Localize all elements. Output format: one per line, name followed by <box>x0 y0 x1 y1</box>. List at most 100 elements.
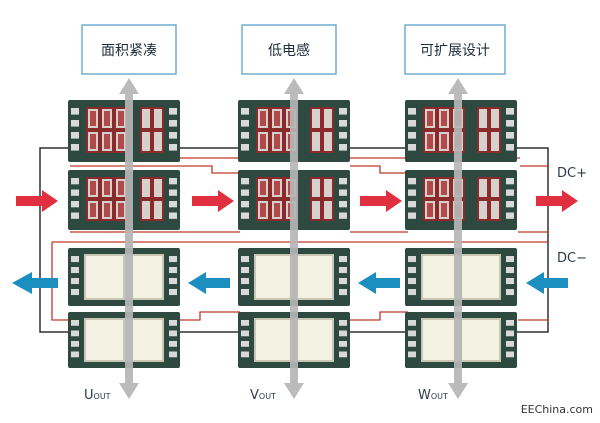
diode-chip <box>68 312 180 368</box>
chip-pin <box>241 341 249 347</box>
chip-pin <box>169 189 177 196</box>
chip-pin <box>241 132 249 139</box>
chip-pin <box>241 178 249 185</box>
chip-pin <box>506 289 514 296</box>
chip-pin <box>339 351 347 358</box>
die-cell <box>491 179 499 197</box>
chip-pin <box>71 189 79 196</box>
chip-pin <box>408 351 416 358</box>
chip-pin <box>169 201 177 208</box>
die-cell <box>86 256 123 298</box>
die-cell <box>86 320 123 360</box>
die-cell <box>324 179 332 197</box>
chip-pin <box>506 341 514 347</box>
igbt-chip <box>68 170 180 230</box>
chip-pin <box>241 330 249 337</box>
die-cell-inner <box>260 181 266 195</box>
chip-pin <box>169 120 177 127</box>
die-cell <box>295 256 332 298</box>
chip-pin <box>71 256 79 263</box>
die-cell <box>154 132 162 151</box>
chip-pin <box>241 267 249 274</box>
chip-pin <box>169 278 177 285</box>
die-cell <box>479 179 487 197</box>
gray-double-arrow-icon <box>119 78 139 399</box>
chip-pin <box>71 132 79 139</box>
die-cell <box>423 320 460 360</box>
feature-label: 低电感 <box>268 42 310 59</box>
chip-pin <box>169 289 177 296</box>
blue-arrow-icon <box>526 272 568 294</box>
igbt-chip <box>68 100 180 162</box>
chip-pin <box>241 189 249 196</box>
chip-pin <box>169 178 177 185</box>
chip-pin <box>408 189 416 196</box>
chip-pin <box>339 320 347 326</box>
die-cell-inner <box>104 203 110 217</box>
chip-pin <box>506 178 514 185</box>
die-cell-inner <box>441 203 447 217</box>
chip-pin <box>169 212 177 219</box>
chip-pin <box>506 330 514 337</box>
phase-columns: 面积紧凑 UOUT 低电感 VOUT 可扩展设计 WOUT <box>81 24 506 403</box>
chip-pin <box>506 267 514 274</box>
chip-pin <box>339 330 347 337</box>
chip-pin <box>408 201 416 208</box>
chip-pin <box>339 201 347 208</box>
chip-pin <box>71 212 79 219</box>
die-cell <box>312 109 320 128</box>
chip-pin <box>169 108 177 115</box>
die-cell <box>423 256 460 298</box>
chip-pin <box>71 178 79 185</box>
chip-pin <box>71 289 79 296</box>
red-arrow-icon <box>192 190 234 212</box>
chip-pin <box>71 120 79 127</box>
die-cell <box>491 132 499 151</box>
chip-pin <box>241 256 249 263</box>
chip-pin <box>408 278 416 285</box>
chip-pin <box>339 132 347 139</box>
chip-pin <box>408 212 416 219</box>
die-cell-inner <box>441 111 447 126</box>
chip-pin <box>71 341 79 347</box>
blue-arrow-icon <box>12 272 58 294</box>
die-cell-inner <box>260 111 266 126</box>
die-cell <box>256 256 293 298</box>
chip-pin <box>408 256 416 263</box>
die-cell-inner <box>441 181 447 195</box>
chip-pin <box>408 330 416 337</box>
chip-pin <box>241 320 249 326</box>
die-cell <box>324 201 332 219</box>
die-cell <box>479 201 487 219</box>
chip-pin <box>339 341 347 347</box>
die-cell-inner <box>90 203 96 217</box>
chip-pin <box>339 108 347 115</box>
red-arrow-icon <box>16 190 58 212</box>
feature-label: 面积紧凑 <box>101 42 157 59</box>
die-cell-inner <box>274 181 280 195</box>
die-cell <box>142 132 150 151</box>
watermark: EEChina.com <box>521 403 593 416</box>
chip-pin <box>408 120 416 127</box>
die-cell-inner <box>104 111 110 126</box>
chip-pin <box>339 212 347 219</box>
die-cell <box>142 109 150 128</box>
die-cell-inner <box>260 134 266 149</box>
chip-pin <box>71 351 79 358</box>
output-label: WOUT <box>418 388 448 403</box>
die-cell-inner <box>427 203 433 217</box>
die-cell <box>142 179 150 197</box>
blue-arrow-icon <box>188 272 230 294</box>
chip-pin <box>339 267 347 274</box>
chip-pin <box>506 212 514 219</box>
die-cell <box>324 109 332 128</box>
die-cell-inner <box>90 111 96 126</box>
chip-pin <box>71 330 79 337</box>
die-cell <box>256 320 293 360</box>
chip-pin <box>71 267 79 274</box>
die-cell-inner <box>274 111 280 126</box>
chip-pin <box>241 289 249 296</box>
die-cell <box>312 179 320 197</box>
chip-pin <box>408 289 416 296</box>
feature-box <box>241 24 337 75</box>
